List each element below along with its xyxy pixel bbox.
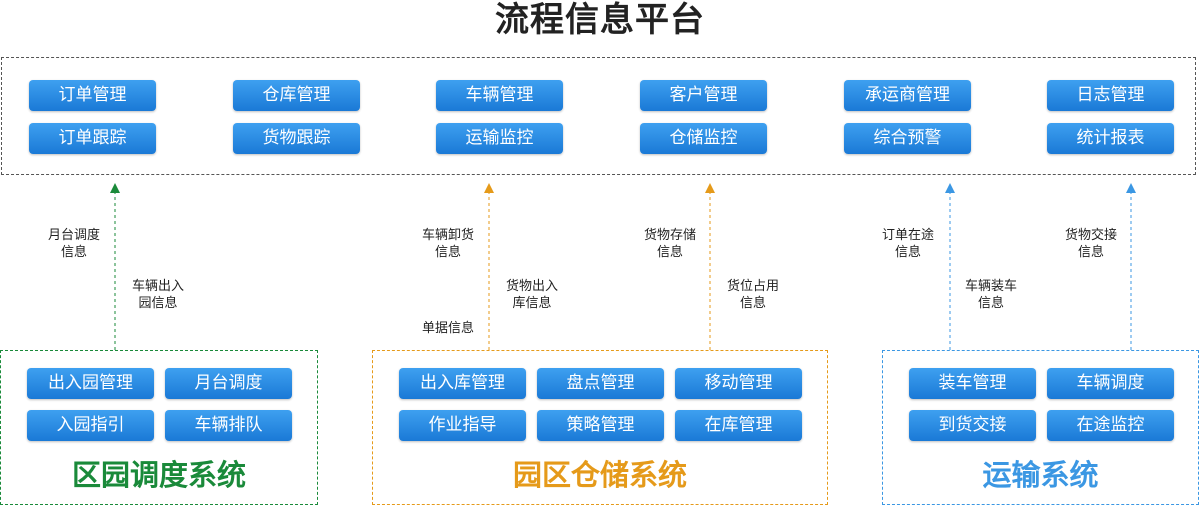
arrow-transport-right-head: [1126, 183, 1136, 193]
module-order-management[interactable]: 订单管理: [29, 80, 156, 111]
module-vehicle-queue[interactable]: 车辆排队: [165, 410, 292, 441]
arrow-warehouse-right-head: [705, 183, 715, 193]
module-work-guidance[interactable]: 作业指导: [399, 410, 526, 441]
module-statistics-report[interactable]: 统计报表: [1047, 123, 1174, 154]
module-in-out-yard[interactable]: 出入园管理: [27, 368, 154, 399]
transport-system-box: 装车管理 车辆调度 到货交接 在途监控 运输系统: [882, 350, 1199, 505]
page-title: 流程信息平台: [495, 0, 705, 40]
yard-system-box: 出入园管理 月台调度 入园指引 车辆排队 区园调度系统: [0, 350, 318, 505]
arrow-yard-head: [110, 183, 120, 193]
module-order-tracking[interactable]: 订单跟踪: [29, 123, 156, 154]
module-transit-monitoring[interactable]: 在途监控: [1047, 410, 1174, 441]
module-vehicle-dispatch[interactable]: 车辆调度: [1047, 368, 1174, 399]
module-log-management[interactable]: 日志管理: [1047, 80, 1174, 111]
transport-system-title: 运输系统: [982, 458, 1099, 492]
flow-label-vehicle-loading: 车辆装车 信息: [964, 279, 1017, 311]
platform-box: 订单管理 仓库管理 车辆管理 客户管理 承运商管理 日志管理 订单跟踪 货物跟踪…: [1, 57, 1196, 175]
module-vehicle-management[interactable]: 车辆管理: [436, 80, 563, 111]
module-integrated-warning[interactable]: 综合预警: [844, 123, 971, 154]
module-inventory-count[interactable]: 盘点管理: [537, 368, 664, 399]
flow-label-document: 单据信息: [421, 321, 474, 336]
module-transport-monitoring[interactable]: 运输监控: [436, 123, 563, 154]
flow-label-goods-handover: 货物交接 信息: [1064, 228, 1117, 260]
arrow-warehouse-left-head: [484, 183, 494, 193]
module-stock-management[interactable]: 在库管理: [675, 410, 802, 441]
flow-label-vehicle-unload: 车辆卸货 信息: [421, 228, 474, 260]
warehouse-system-title: 园区仓储系统: [512, 458, 687, 492]
module-carrier-management[interactable]: 承运商管理: [844, 80, 971, 111]
module-warehouse-management[interactable]: 仓库管理: [233, 80, 360, 111]
flow-label-goods-storage: 货物存储 信息: [643, 228, 696, 260]
yard-system-title: 区园调度系统: [71, 458, 246, 492]
module-goods-tracking[interactable]: 货物跟踪: [233, 123, 360, 154]
flow-label-order-transit: 订单在途 信息: [881, 228, 934, 260]
module-move-management[interactable]: 移动管理: [675, 368, 802, 399]
flow-label-vehicle-in-out: 车辆出入 园信息: [131, 279, 184, 311]
module-customer-management[interactable]: 客户管理: [640, 80, 767, 111]
arrow-transport-left-head: [945, 183, 955, 193]
flow-label-yard-schedule: 月台调度 信息: [47, 228, 100, 260]
flow-label-location-usage: 货位占用 信息: [726, 279, 779, 311]
module-arrival-handover[interactable]: 到货交接: [909, 410, 1036, 441]
module-strategy-management[interactable]: 策略管理: [537, 410, 664, 441]
module-entry-guidance[interactable]: 入园指引: [27, 410, 154, 441]
module-dock-scheduling[interactable]: 月台调度: [165, 368, 292, 399]
module-storage-monitoring[interactable]: 仓储监控: [640, 123, 767, 154]
module-loading-management[interactable]: 装车管理: [909, 368, 1036, 399]
flow-label-goods-in-out: 货物出入 库信息: [505, 279, 558, 311]
warehouse-system-box: 出入库管理 盘点管理 移动管理 作业指导 策略管理 在库管理 园区仓储系统: [372, 350, 828, 505]
module-in-out-warehouse[interactable]: 出入库管理: [399, 368, 526, 399]
